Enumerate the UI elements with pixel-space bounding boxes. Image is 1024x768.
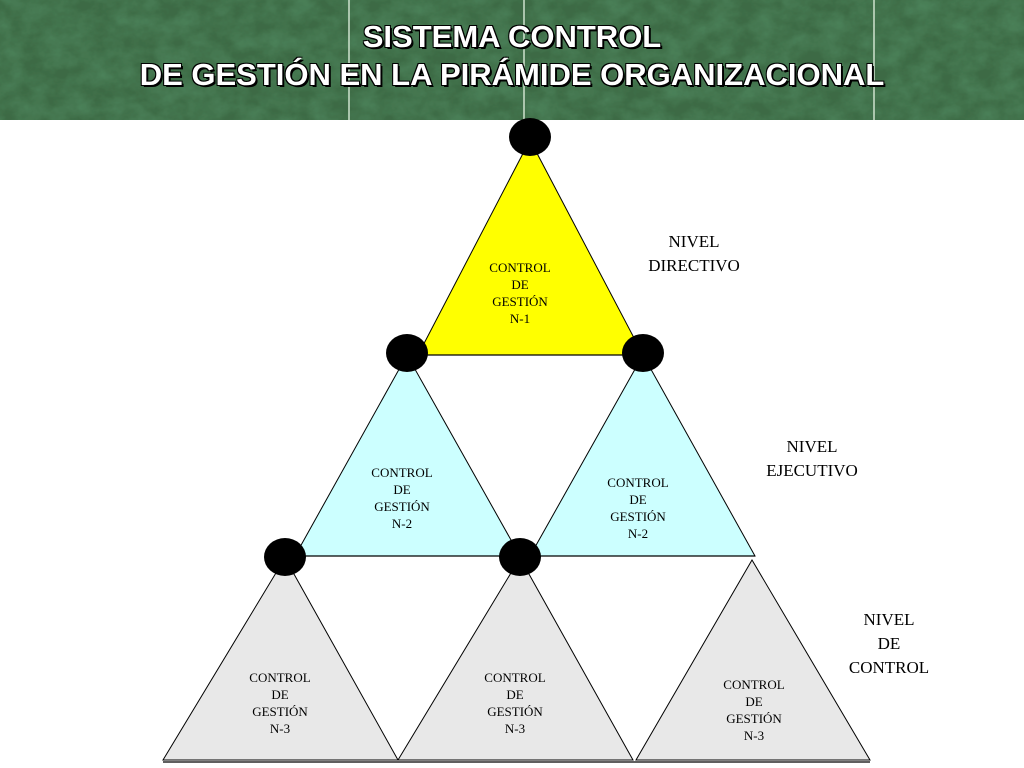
label-line: CONTROL (249, 670, 311, 685)
level-label-directivo: NIVEL DIRECTIVO (626, 230, 762, 278)
label-line: N-2 (627, 526, 649, 541)
triangle-label-n2-right: CONTROL DE GESTIÓN N-2 (583, 474, 693, 542)
label-line: DE (271, 687, 289, 702)
marble-background (0, 0, 1024, 120)
node-circle (509, 118, 551, 156)
level-label-ejecutivo: NIVEL EJECUTIVO (744, 435, 880, 483)
label-line: N-3 (504, 721, 526, 736)
triangle-label-n3-center: CONTROL DE GESTIÓN N-3 (460, 669, 570, 737)
title-line-2: DE GESTIÓN EN LA PIRÁMIDE ORGANIZACIONAL (139, 57, 885, 92)
node-circle (386, 334, 428, 372)
label-line: DE (506, 687, 524, 702)
label-line: N-3 (743, 728, 765, 743)
label-line: DE (511, 277, 529, 292)
triangle-label-n3-left: CONTROL DE GESTIÓN N-3 (225, 669, 335, 737)
level-line: NIVEL (863, 610, 915, 629)
label-line: N-1 (509, 311, 531, 326)
label-line: GESTIÓN (610, 509, 666, 524)
label-line: GESTIÓN (726, 711, 782, 726)
level-line: NIVEL (786, 437, 838, 456)
triangle-label-n2-left: CONTROL DE GESTIÓN N-2 (347, 464, 457, 532)
label-line: N-2 (391, 516, 413, 531)
level-line: DE (877, 634, 901, 653)
label-line: GESTIÓN (374, 499, 430, 514)
node-circle (622, 334, 664, 372)
page-title: SISTEMA CONTROL DE GESTIÓN EN LA PIRÁMID… (0, 18, 1024, 94)
level-line: NIVEL (668, 232, 720, 251)
label-line: DE (745, 694, 763, 709)
header-banner: SISTEMA CONTROL DE GESTIÓN EN LA PIRÁMID… (0, 0, 1024, 120)
banner-fill (0, 0, 1024, 120)
triangle-n3-right (635, 559, 871, 761)
level-label-control: NIVEL DE CONTROL (830, 608, 948, 680)
label-line: CONTROL (489, 260, 551, 275)
triangle-label-n1: CONTROL DE GESTIÓN N-1 (465, 259, 575, 327)
level-line: EJECUTIVO (766, 461, 858, 480)
label-line: GESTIÓN (492, 294, 548, 309)
level-line: CONTROL (848, 658, 930, 677)
triangle-n3-center (397, 557, 634, 761)
triangle-label-n3-right: CONTROL DE GESTIÓN N-3 (699, 676, 809, 744)
node-circle (264, 538, 306, 576)
triangle-n3-left (162, 557, 399, 761)
label-line: GESTIÓN (252, 704, 308, 719)
label-line: DE (393, 482, 411, 497)
level-line: DIRECTIVO (648, 256, 740, 275)
label-line: CONTROL (371, 465, 433, 480)
label-line: CONTROL (484, 670, 546, 685)
label-line: CONTROL (607, 475, 669, 490)
label-line: CONTROL (723, 677, 785, 692)
label-line: N-3 (269, 721, 291, 736)
label-line: DE (629, 492, 647, 507)
node-circle (499, 538, 541, 576)
title-line-1: SISTEMA CONTROL (362, 19, 662, 54)
label-line: GESTIÓN (487, 704, 543, 719)
